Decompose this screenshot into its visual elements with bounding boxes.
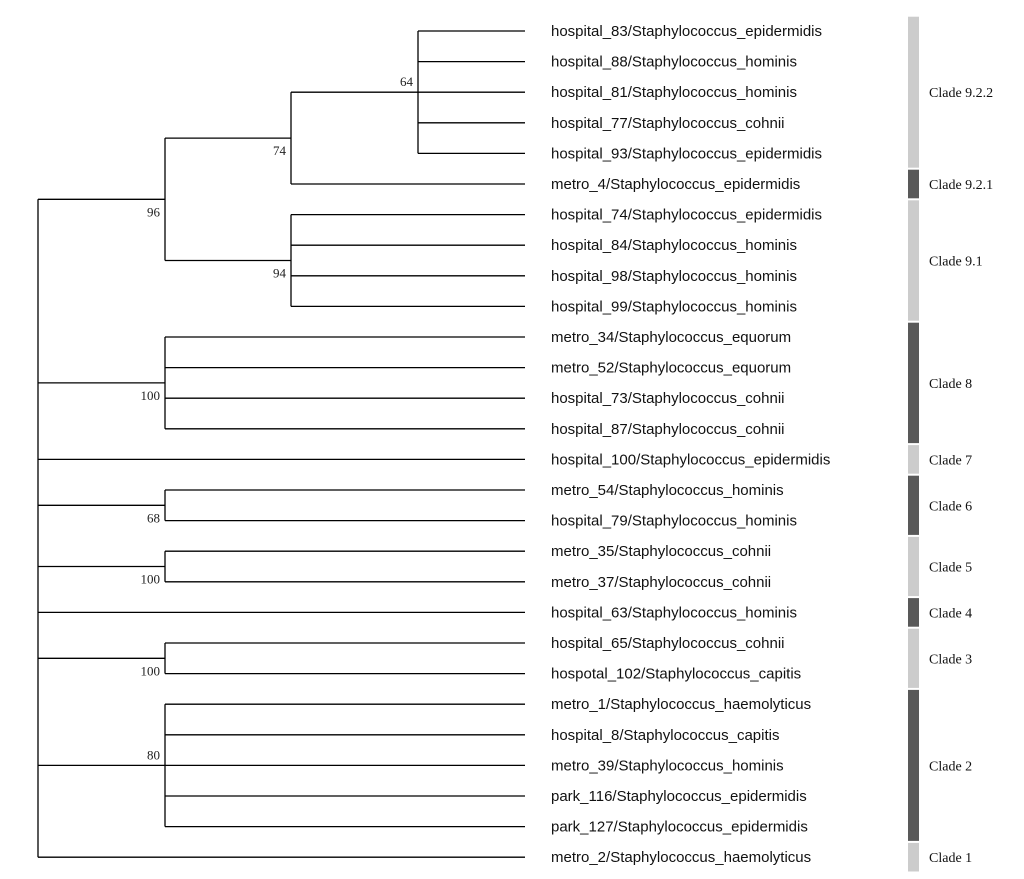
bootstrap-value: 94 (273, 266, 287, 281)
leaf-label: hospital_73/Staphylococcus_cohnii (551, 390, 785, 407)
leaf-label: park_127/Staphylococcus_epidermidis (551, 819, 808, 836)
leaf-label: hospital_83/Staphylococcus_epidermidis (551, 23, 822, 40)
clade-bar (908, 842, 919, 872)
leaf-label: metro_37/Staphylococcus_cohnii (551, 574, 771, 591)
clade-bar (908, 598, 919, 627)
leaf-label: hospital_99/Staphylococcus_hominis (551, 298, 797, 315)
leaf-label: park_116/Staphylococcus_epidermidis (551, 788, 807, 805)
leaf-label: hospital_65/Staphylococcus_cohnii (551, 635, 785, 652)
clade-label: Clade 6 (929, 499, 972, 514)
bootstrap-value: 100 (141, 388, 161, 403)
clade-label: Clade 3 (929, 652, 972, 667)
leaf-labels: hospital_83/Staphylococcus_epidermidisho… (551, 23, 830, 866)
clade-label: Clade 4 (929, 606, 972, 621)
support-values: 64 74 94 96 100 68 100 100 80 (141, 74, 414, 762)
leaf-label: metro_35/Staphylococcus_cohnii (551, 543, 771, 560)
leaf-label: hospital_84/Staphylococcus_hominis (551, 237, 797, 254)
bootstrap-value: 100 (141, 663, 161, 678)
leaf-label: metro_1/Staphylococcus_haemolyticus (551, 696, 811, 713)
leaf-label: metro_54/Staphylococcus_hominis (551, 482, 784, 499)
leaf-label: hospital_79/Staphylococcus_hominis (551, 513, 797, 530)
leaf-label: metro_39/Staphylococcus_hominis (551, 757, 784, 774)
clade-bar (908, 689, 919, 841)
leaf-label: metro_34/Staphylococcus_equorum (551, 329, 791, 346)
leaf-label: hospital_98/Staphylococcus_hominis (551, 268, 797, 285)
clade-label: Clade 8 (929, 377, 972, 392)
clade-bar (908, 628, 919, 688)
leaf-label: hospital_8/Staphylococcus_capitis (551, 727, 779, 744)
clade-bar (908, 200, 919, 321)
clade-label: Clade 2 (929, 759, 972, 774)
clade-label: Clade 9.1 (929, 255, 983, 270)
clade-bar (908, 322, 919, 444)
leaf-label: hospital_93/Staphylococcus_epidermidis (551, 145, 822, 162)
clade-bar (908, 536, 919, 597)
tree-branches (37, 30, 525, 858)
bootstrap-value: 74 (273, 143, 287, 158)
leaf-label: metro_2/Staphylococcus_haemolyticus (551, 849, 811, 866)
bootstrap-value: 100 (141, 572, 161, 587)
leaf-label: hospital_77/Staphylococcus_cohnii (551, 115, 785, 132)
clade-bar (908, 16, 919, 168)
clade-bars (908, 16, 919, 872)
clade-label: Clade 9.2.1 (929, 178, 993, 193)
leaf-label: hospital_74/Staphylococcus_epidermidis (551, 207, 822, 224)
leaf-label: hospital_100/Staphylococcus_epidermidis (551, 451, 830, 468)
clade-label: Clade 7 (929, 453, 972, 468)
leaf-label: metro_4/Staphylococcus_epidermidis (551, 176, 800, 193)
leaf-label: hospital_87/Staphylococcus_cohnii (551, 421, 785, 438)
bootstrap-value: 64 (400, 74, 414, 89)
leaf-label: hospital_81/Staphylococcus_hominis (551, 84, 797, 101)
leaf-label: hospital_63/Staphylococcus_hominis (551, 604, 797, 621)
bootstrap-value: 80 (147, 747, 160, 762)
leaf-label: metro_52/Staphylococcus_equorum (551, 360, 791, 377)
bootstrap-value: 96 (147, 204, 161, 219)
bootstrap-value: 68 (147, 510, 160, 525)
clade-label: Clade 1 (929, 851, 972, 866)
clade-bar (908, 445, 919, 474)
clade-bar (908, 475, 919, 535)
leaf-label: hospotal_102/Staphylococcus_capitis (551, 666, 801, 683)
clade-label: Clade 9.2.2 (929, 86, 993, 101)
clade-bar (908, 169, 919, 199)
clade-label: Clade 5 (929, 561, 972, 576)
leaf-label: hospital_88/Staphylococcus_hominis (551, 54, 797, 71)
